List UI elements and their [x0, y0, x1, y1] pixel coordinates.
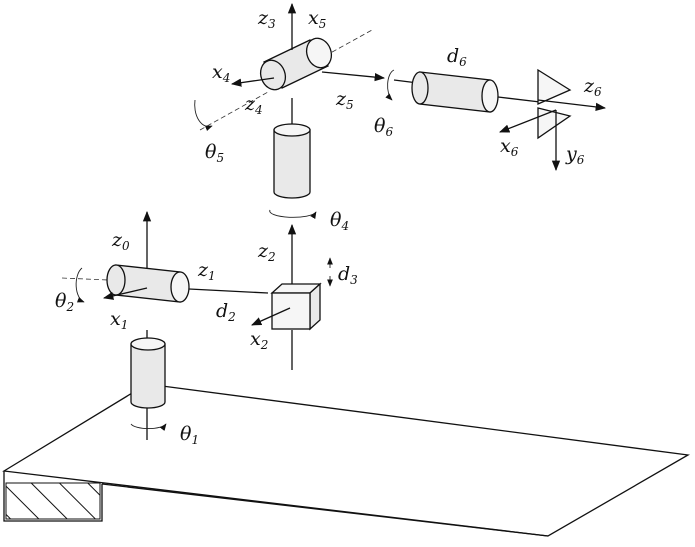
label-theta6: θ6: [374, 115, 393, 139]
label-z1: z1: [197, 259, 216, 283]
label-d6: d6: [447, 45, 467, 69]
label-y6: y6: [565, 143, 585, 167]
labels: z0 z1 x1 θ2 θ1 d2 x2 z2 d3 θ4 z3 x5 x4 z…: [55, 7, 602, 447]
joint-5: [194, 2, 395, 131]
label-d2: d2: [216, 300, 236, 324]
label-z6: z6: [583, 75, 602, 99]
label-x2: x2: [250, 328, 268, 352]
label-theta2: θ2: [55, 290, 74, 314]
prismatic-joint: [251, 223, 333, 370]
label-z4: z4: [244, 93, 263, 117]
gripper: [499, 68, 607, 172]
joint-4: [269, 98, 317, 220]
label-z3: z3: [257, 7, 276, 31]
label-x4: x4: [212, 61, 230, 85]
joint-6: [393, 71, 541, 113]
label-theta5: θ5: [205, 141, 224, 165]
label-z0: z0: [111, 229, 130, 253]
label-theta1: θ1: [180, 423, 199, 447]
label-theta4: θ4: [330, 209, 349, 233]
label-x5-top: x5: [308, 7, 326, 31]
label-d3: d3: [338, 263, 358, 287]
base-plate: [2, 383, 690, 537]
label-z5: z5: [335, 88, 354, 112]
label-z2: z2: [257, 240, 276, 264]
label-x6: x6: [500, 135, 519, 159]
joint-1: [130, 210, 167, 440]
label-x1: x1: [110, 308, 128, 332]
joint-2: [61, 264, 269, 303]
